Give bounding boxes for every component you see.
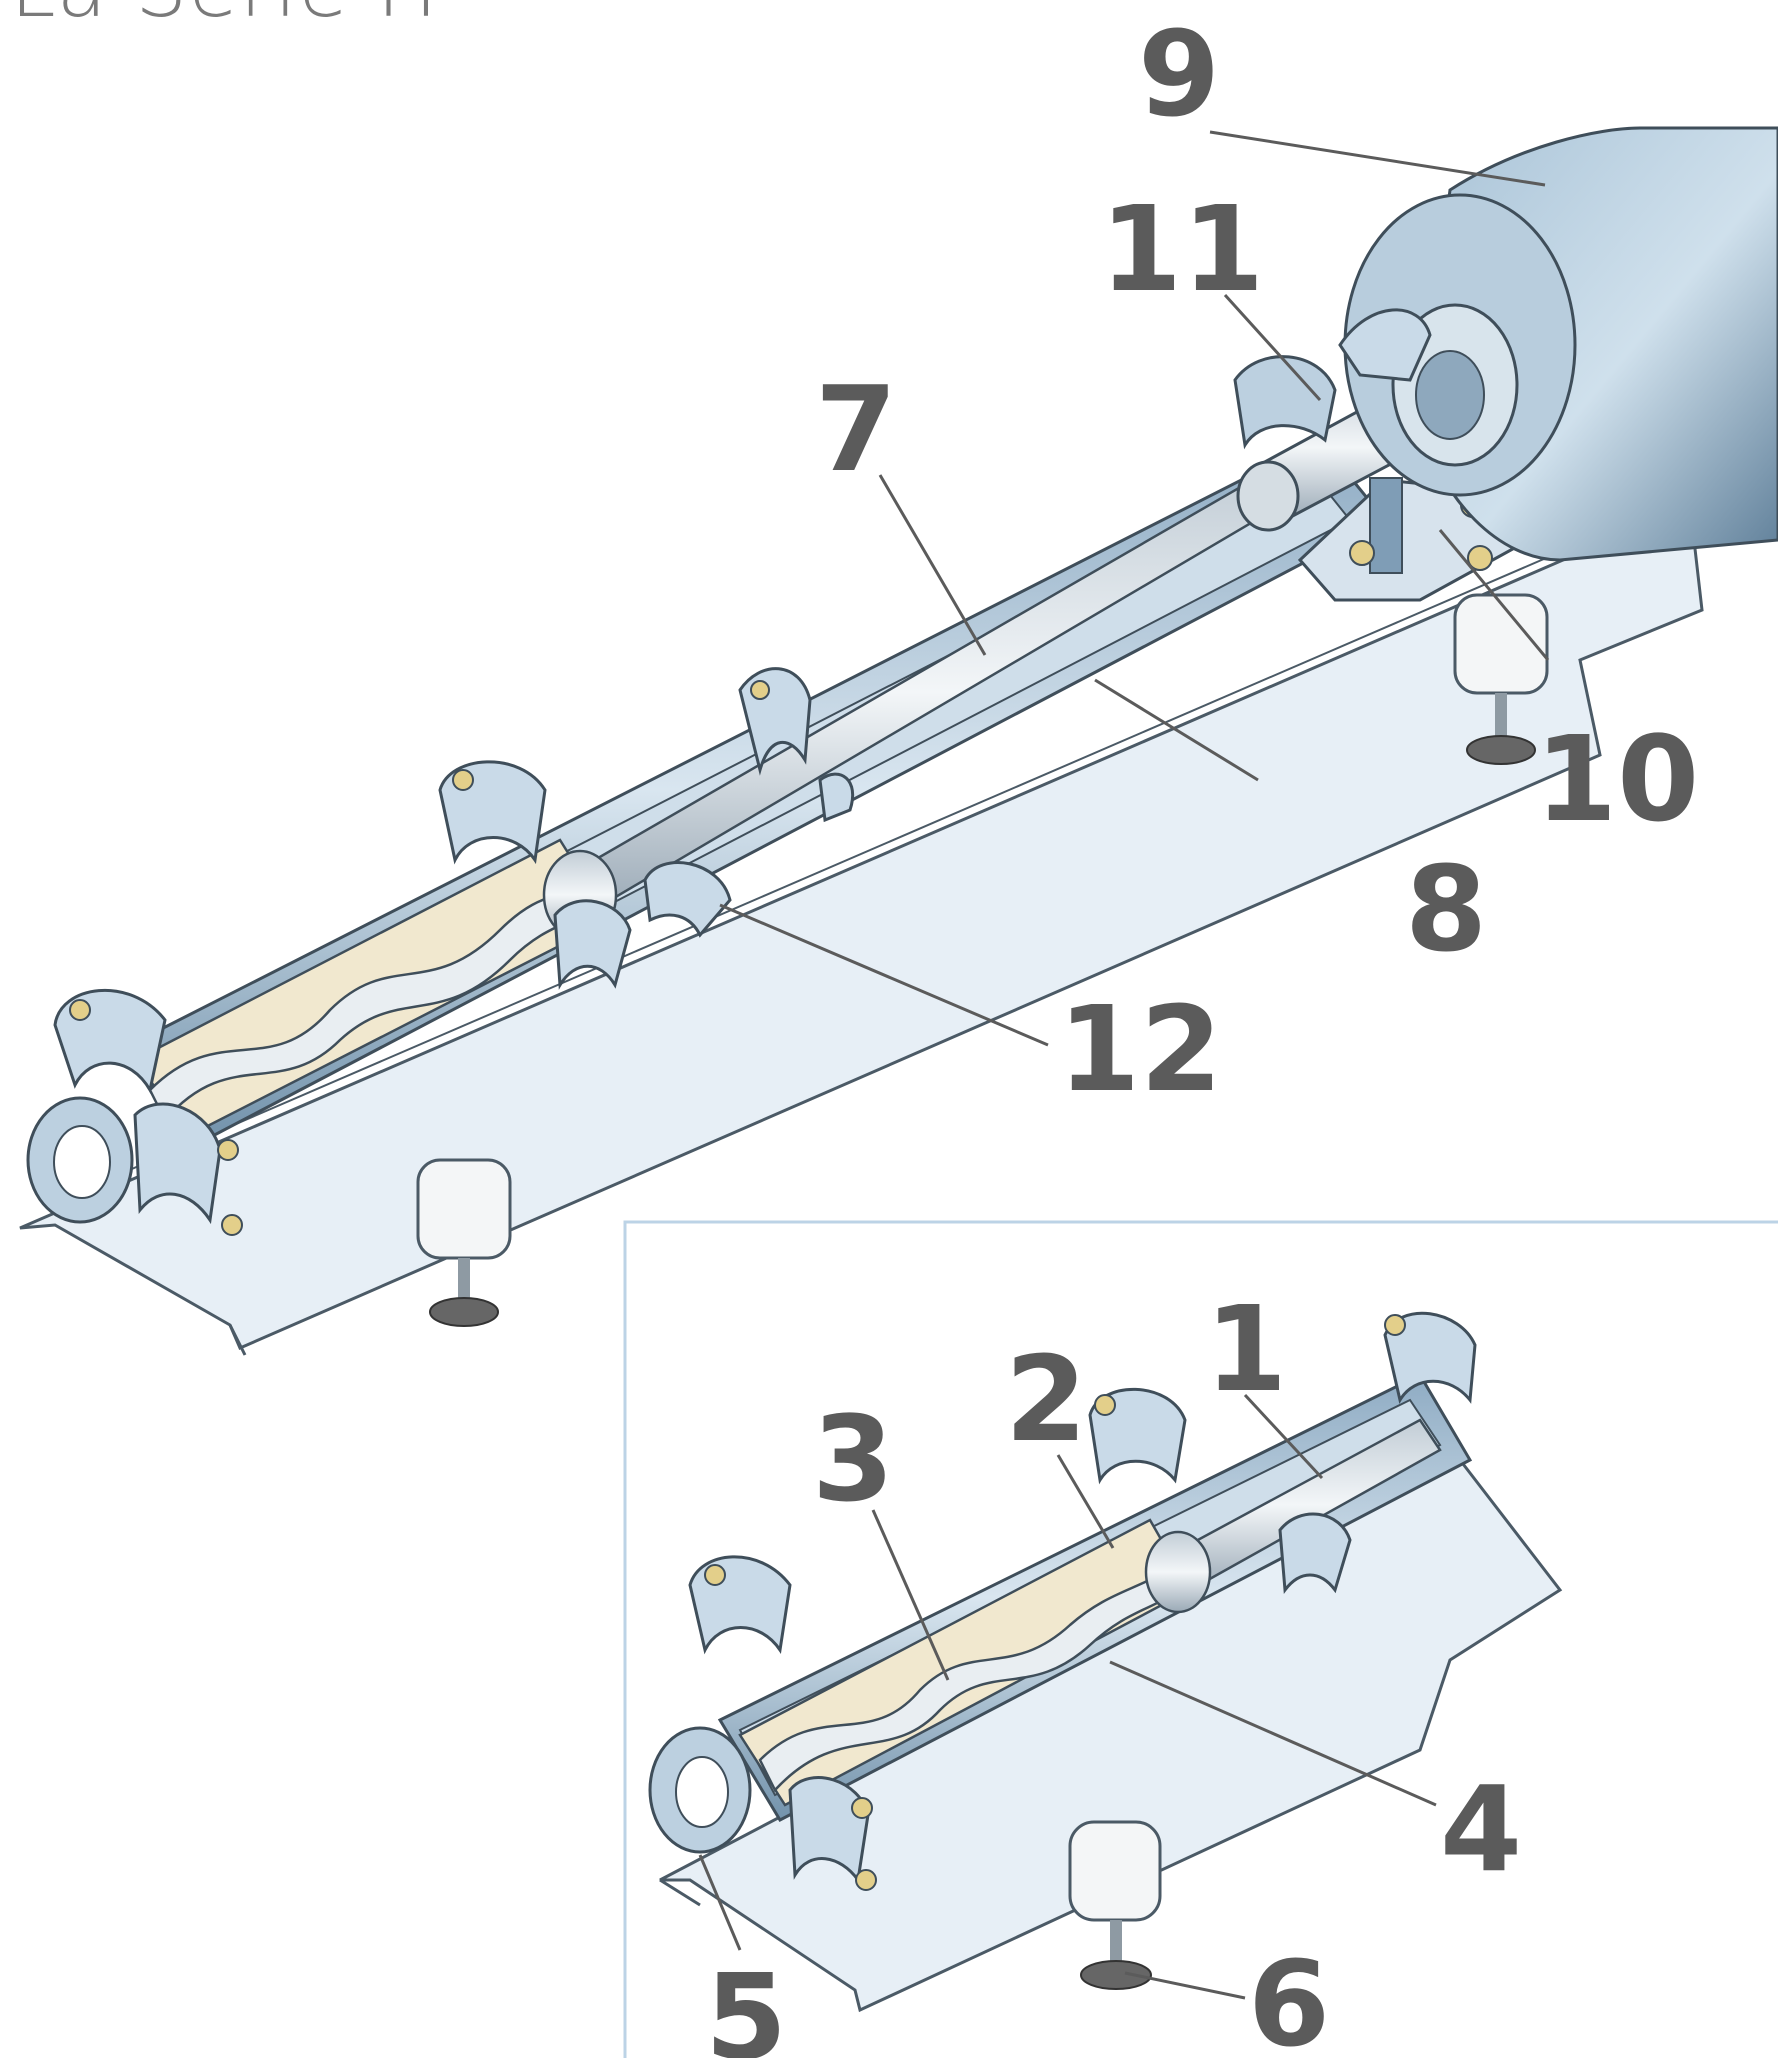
callout-2: 2: [1005, 1330, 1087, 1468]
callout-9: 9: [1138, 5, 1220, 143]
callout-6: 6: [1248, 1935, 1330, 2058]
leader-lines: [698, 130, 1550, 2000]
page-title: La Serie H: [10, 0, 439, 30]
callout-labels: 7 11 9 10 8 12 1 2 3 4 5 6: [705, 5, 1699, 2058]
callout-7: 7: [815, 360, 897, 498]
callout-12: 12: [1058, 980, 1222, 1118]
inset-outlet-flange: [648, 1555, 877, 1891]
callout-4: 4: [1440, 1760, 1522, 1898]
main-pump: [19, 126, 1778, 1356]
inset-base-trough: [659, 1458, 1563, 2013]
support-foot: [1453, 593, 1549, 765]
detail-inset: [623, 1220, 1778, 2058]
callout-5: 5: [705, 1948, 787, 2058]
callout-10: 10: [1535, 710, 1699, 848]
callout-8: 8: [1405, 840, 1487, 978]
support-foot: [416, 1158, 512, 1327]
callout-3: 3: [812, 1390, 894, 1528]
inlet-port: [643, 861, 732, 938]
callout-11: 11: [1100, 180, 1264, 318]
outlet-flange: [26, 988, 243, 1236]
drive-motor: [1338, 126, 1778, 562]
callout-1: 1: [1205, 1280, 1287, 1418]
seal-housing: [1233, 355, 1337, 450]
support-foot: [1068, 1820, 1162, 1990]
